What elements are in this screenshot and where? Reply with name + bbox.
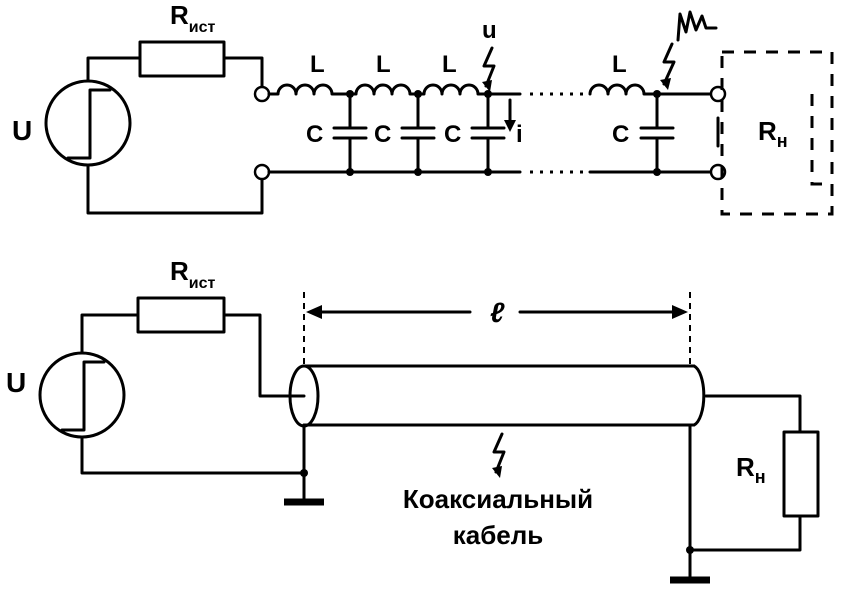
current-label: i <box>516 121 523 148</box>
coaxial-cable <box>288 364 706 428</box>
wire-to-load-top <box>704 394 802 434</box>
wire-load-return <box>688 514 802 552</box>
resistor-label-bottom: Rист <box>170 256 216 292</box>
voltage-label: u <box>482 17 497 44</box>
load-dashed-element <box>810 94 830 186</box>
surge-arrow-end-head <box>660 78 671 90</box>
inductor-label-4: L <box>612 51 627 78</box>
load-resistor-bottom <box>782 430 820 518</box>
output-terminal-top <box>709 85 727 103</box>
wire-to-cable-core <box>222 313 306 398</box>
length-arrow-left-icon <box>306 305 322 319</box>
capacitor-label-3: C <box>444 121 461 148</box>
ladder-circuit: U Rист L L L L <box>12 0 834 216</box>
surge-arrow-icon <box>482 46 496 88</box>
input-terminal-bottom <box>253 163 271 181</box>
capacitor-1 <box>332 90 368 176</box>
capacitor-3 <box>470 90 506 176</box>
resistor-source-bottom <box>136 296 226 334</box>
capacitor-2 <box>400 90 436 176</box>
inductor-label-2: L <box>376 51 391 78</box>
wire-source-top-up <box>86 56 142 83</box>
wire-source-bottom-down <box>80 435 306 475</box>
load-label-bottom: Rн <box>736 452 766 487</box>
ground-node-left <box>300 469 308 477</box>
capacitor-label-1: C <box>306 121 323 148</box>
inductor-label-3: L <box>442 51 457 78</box>
cable-label-line2: кабель <box>453 520 544 550</box>
wire-resistor-top <box>222 56 264 88</box>
length-arrow-right-icon <box>672 305 688 319</box>
source-label-top: U <box>12 115 32 146</box>
coax-circuit: U Rист ℓ Коаксиальный к <box>6 256 820 584</box>
inductor-3 <box>416 83 490 96</box>
surge-arrow-end-icon <box>662 42 676 86</box>
capacitor-label-2: C <box>374 121 391 148</box>
inductor-1 <box>267 83 352 96</box>
length-label: ℓ <box>490 297 505 328</box>
cable-label-line1: Коаксиальный <box>403 484 593 514</box>
resistor-label-top: Rист <box>170 0 216 36</box>
load-dashed-box <box>720 50 834 216</box>
load-label-top: Rн <box>758 116 788 151</box>
input-terminal-top <box>253 85 271 103</box>
surge-arrow-head <box>482 80 492 92</box>
inductor-label-1: L <box>310 51 325 78</box>
resistor-source-top <box>138 40 226 78</box>
capacitor-4 <box>639 90 675 176</box>
step-source-top <box>44 79 132 167</box>
wire-source-bottom-up <box>80 313 140 355</box>
current-arrow-head <box>504 120 516 132</box>
cable-surge-arrow-icon <box>492 432 506 474</box>
spark-icon <box>676 10 718 42</box>
inductor-2 <box>348 83 420 96</box>
cable-surge-arrow-head <box>492 466 502 478</box>
source-label-bottom: U <box>6 367 26 398</box>
wire-source-top-down <box>86 163 264 215</box>
capacitor-label-4: C <box>612 121 629 148</box>
inductor-4 <box>588 83 662 96</box>
step-source-bottom <box>38 351 126 439</box>
